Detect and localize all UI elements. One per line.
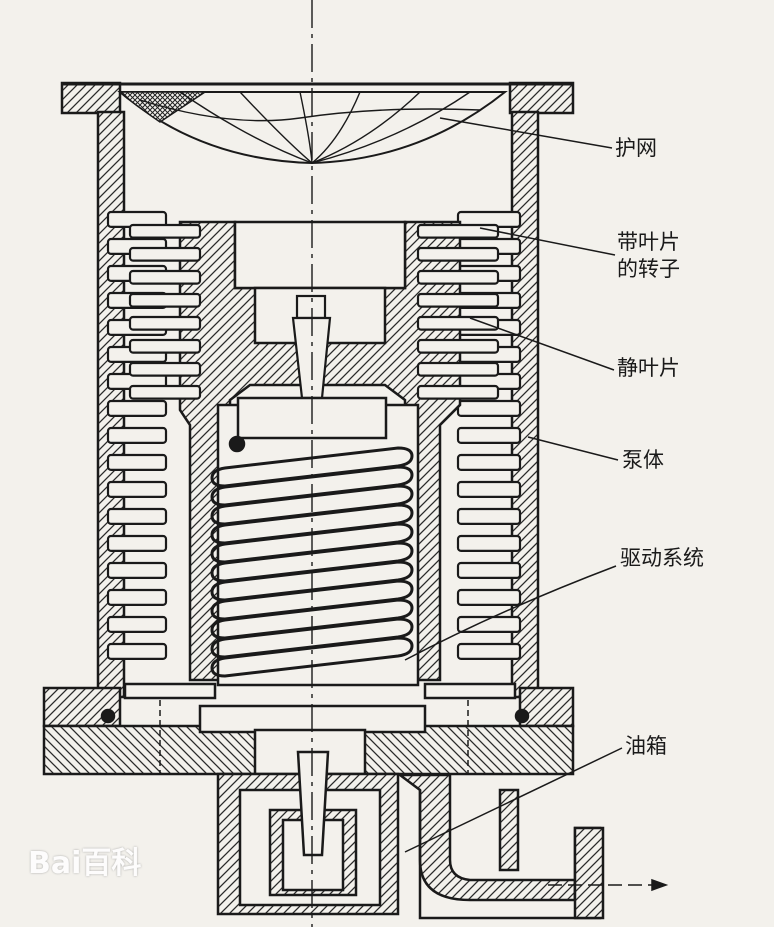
coil-turn: [210, 636, 414, 678]
drive-system: [210, 396, 420, 687]
label-stator-blades: 静叶片: [617, 356, 680, 380]
stator-blade: [456, 588, 522, 606]
label-rotor-with-blades: 带叶片 的转子: [617, 229, 680, 283]
rotor-blade: [128, 246, 202, 262]
oil-tank: [216, 750, 400, 916]
coil-turn: [210, 484, 414, 526]
top-flange: [60, 81, 575, 115]
baidu-watermark-logo: Bai百科: [28, 846, 142, 881]
stator-blade: [456, 399, 522, 417]
coil-turn: [210, 579, 414, 621]
stator-blade: [106, 453, 168, 471]
coil-turn: [210, 598, 414, 640]
coil-turn: [210, 522, 414, 564]
stator-blade: [106, 399, 168, 417]
rotor-blade: [416, 223, 500, 239]
stator-blade: [456, 480, 522, 498]
rotor-blade: [416, 384, 500, 400]
stator-blade: [106, 534, 168, 552]
coil-turn: [210, 446, 414, 488]
stator-blade: [456, 426, 522, 444]
exhaust-arrow: [548, 878, 669, 892]
rotor-blade: [128, 223, 202, 239]
coil-turn: [210, 541, 414, 583]
leader-lines: [404, 117, 623, 853]
base: [42, 682, 575, 776]
stator-blade: [456, 615, 522, 633]
stator-blade: [106, 507, 168, 525]
rotor-blade: [416, 269, 500, 285]
rotor-blade: [128, 292, 202, 308]
label-rotor-line1: 带叶片: [617, 230, 680, 254]
rotor-blade: [128, 338, 202, 354]
rotor-blade: [128, 361, 202, 377]
stator-blade: [106, 561, 168, 579]
rotor-blade: [128, 384, 202, 400]
label-drive-system: 驱动系统: [620, 546, 704, 570]
stator-blade: [456, 561, 522, 579]
guard-screen: [117, 91, 508, 165]
stator-blade: [456, 453, 522, 471]
coil-turn: [210, 503, 414, 545]
stator-blade: [106, 426, 168, 444]
stator-blade: [106, 615, 168, 633]
rotor-blade: [416, 361, 500, 377]
exhaust-port: [396, 773, 605, 920]
rotor-blade: [128, 315, 202, 331]
stator-blades-right: [456, 210, 522, 660]
stator-blade: [456, 642, 522, 660]
stator-blade: [106, 642, 168, 660]
stator-blade: [456, 534, 522, 552]
rotor-blade: [416, 338, 500, 354]
label-oil-tank: 油箱: [625, 734, 667, 758]
coil-turn: [210, 560, 414, 602]
coil-turn: [210, 617, 414, 659]
label-pump-housing: 泵体: [622, 448, 664, 472]
label-guard-screen: 护网: [615, 136, 657, 160]
stator-blade: [456, 507, 522, 525]
rotor-blade: [416, 292, 500, 308]
stator-blade: [106, 588, 168, 606]
label-rotor-line2: 的转子: [617, 257, 680, 281]
stator-blade: [106, 480, 168, 498]
coil-turn: [210, 465, 414, 507]
rotor-blade: [128, 269, 202, 285]
rotor-blade: [416, 246, 500, 262]
